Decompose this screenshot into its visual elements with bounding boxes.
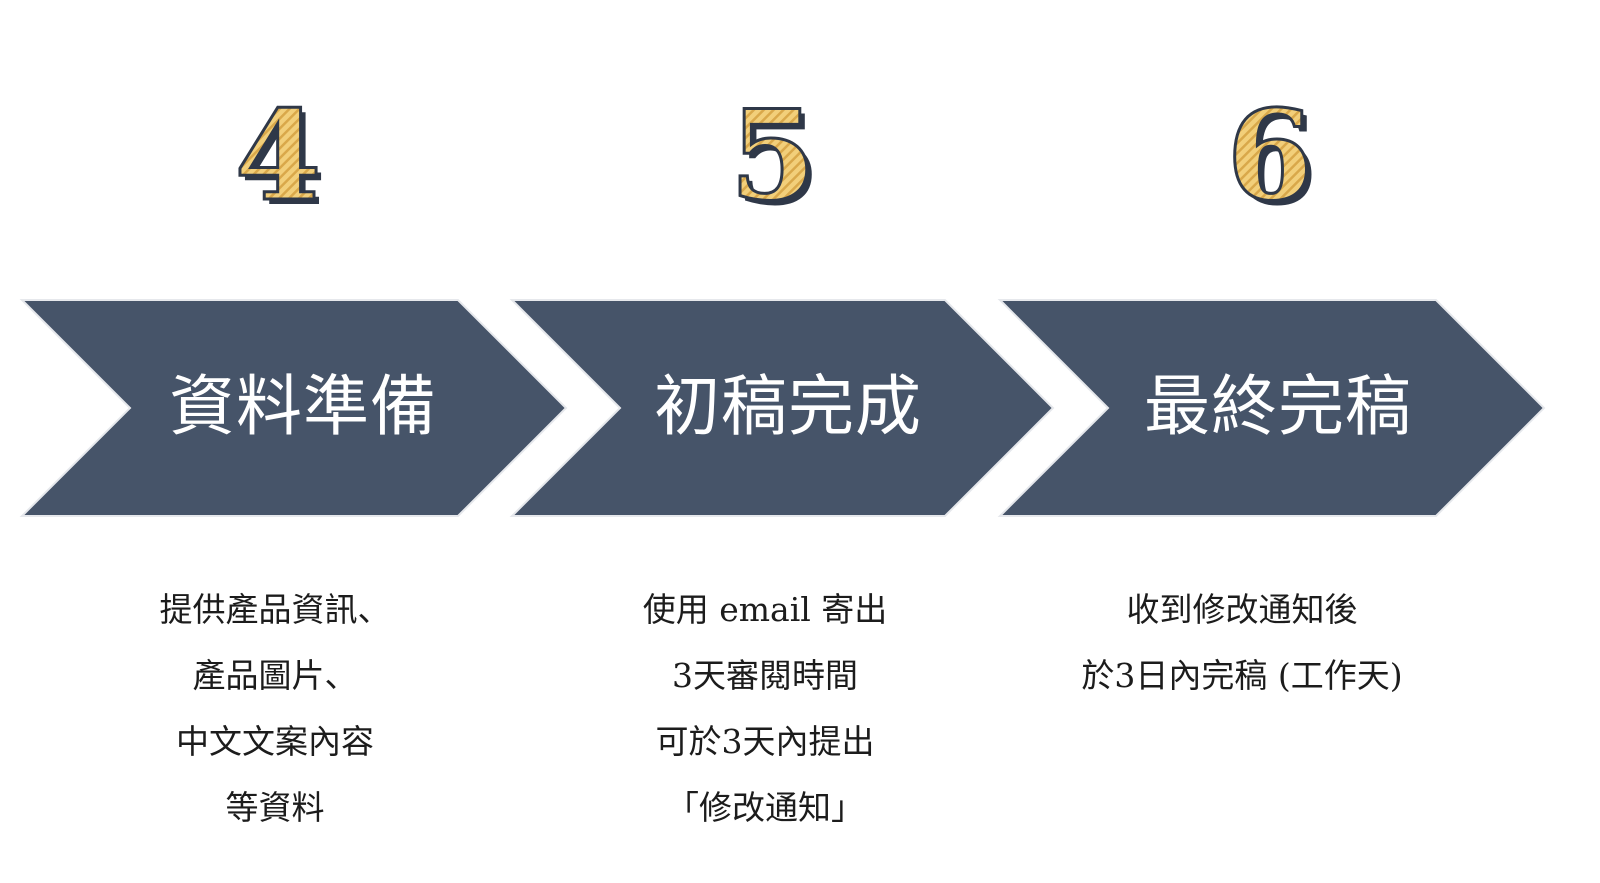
svg-text:5: 5	[735, 89, 821, 228]
description-line: 3天審閱時間	[672, 656, 858, 695]
description-line: 提供產品資訊、	[159, 590, 391, 629]
description-line: 收到修改通知後	[1126, 590, 1358, 629]
description-line: 等資料	[225, 788, 325, 827]
description-line: 於3日內完稿 (工作天)	[1081, 656, 1403, 695]
step-number-4: 4 4	[180, 78, 380, 235]
description-line: 產品圖片、	[192, 656, 358, 695]
step-4-description: 提供產品資訊、 產品圖片、 中文文案內容 等資料	[75, 582, 475, 846]
stage-title-data-prep: 資料準備	[169, 368, 437, 445]
description-line: 「修改通知」	[666, 788, 864, 827]
step-number-5: 5 5	[675, 78, 875, 235]
step-5-description: 使用 email 寄出 3天審閱時間 可於3天內提出 「修改通知」	[565, 582, 965, 846]
svg-text:4: 4	[240, 89, 326, 228]
svg-text:4: 4	[235, 84, 321, 228]
chevron-arrow-step-4	[19, 299, 568, 517]
step-6-description: 收到修改通知後 於3日內完稿 (工作天)	[1042, 582, 1442, 714]
svg-text:6: 6	[1232, 89, 1318, 228]
description-line: 可於3天內提出	[655, 722, 875, 761]
chevron-arrow-step-5	[509, 299, 1055, 517]
stage-title-final-draft: 最終完稿	[1144, 368, 1412, 445]
description-line: 中文文案內容	[176, 722, 374, 761]
svg-text:5: 5	[730, 84, 816, 228]
stage-title-first-draft: 初稿完成	[654, 368, 922, 445]
description-line: 使用 email 寄出	[642, 590, 888, 629]
step-number-6: 6 6	[1172, 78, 1372, 235]
chevron-arrow-step-6	[997, 299, 1546, 517]
svg-text:6: 6	[1227, 84, 1313, 228]
